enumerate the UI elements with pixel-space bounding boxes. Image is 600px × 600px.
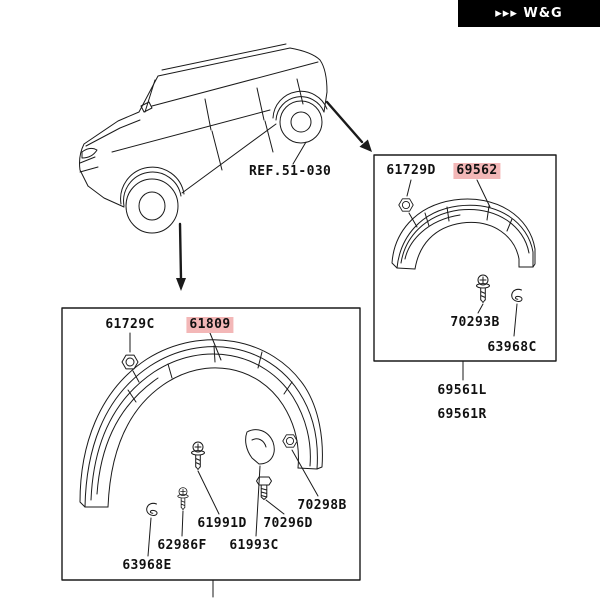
front-flare-on-vehicle bbox=[120, 166, 185, 205]
flare-end-extension bbox=[245, 429, 275, 465]
part-label-63968e: 63968E bbox=[122, 558, 172, 573]
brand-badge-text: ▸▸▸ W&G bbox=[495, 6, 563, 21]
part-label-61729c: 61729C bbox=[105, 317, 155, 332]
part-label-70293b: 70293B bbox=[450, 315, 500, 330]
roof-rail-detail bbox=[161, 43, 287, 71]
part-label-69561r: 69561R bbox=[437, 407, 487, 422]
part-label-61729d: 61729D bbox=[386, 163, 436, 178]
arrow-to-rear-detail bbox=[325, 100, 372, 152]
ref-label: REF.51-030 bbox=[249, 164, 332, 179]
clip-icon bbox=[511, 288, 523, 302]
part-label-61993c: 61993C bbox=[229, 538, 279, 553]
part-label-61809-highlighted: 61809 bbox=[186, 317, 234, 333]
screw-icon bbox=[476, 274, 490, 303]
ref-leader-line bbox=[292, 141, 307, 165]
clip-icon bbox=[146, 502, 158, 516]
detail-box-front-flare bbox=[61, 307, 361, 581]
mirror-detail bbox=[140, 101, 153, 113]
part-label-61991d: 61991D bbox=[197, 516, 247, 531]
brand-badge: ▸▸▸ W&G bbox=[458, 0, 600, 27]
arrow-to-front-detail bbox=[176, 222, 186, 291]
rear-flare-on-vehicle bbox=[272, 90, 328, 119]
nut-icon bbox=[282, 434, 298, 448]
part-label-62986f: 62986F bbox=[157, 538, 207, 553]
part-label-70298b: 70298B bbox=[297, 498, 347, 513]
screw-icon bbox=[177, 487, 189, 511]
headlight-detail bbox=[81, 147, 98, 159]
part-label-70296d: 70296D bbox=[263, 516, 313, 531]
leader-lines-front-box bbox=[129, 332, 319, 557]
nut-icon bbox=[121, 354, 139, 370]
leader-lines-rear-box bbox=[406, 179, 518, 337]
detail-box-rear-flare bbox=[373, 154, 557, 362]
rear-flare-drawing bbox=[391, 198, 536, 270]
nut-icon bbox=[398, 198, 414, 212]
screw-icon bbox=[191, 441, 205, 470]
part-label-69561l: 69561L bbox=[437, 383, 487, 398]
part-label-63968c: 63968C bbox=[487, 340, 537, 355]
part-label-69562-highlighted: 69562 bbox=[453, 163, 501, 179]
vehicle-illustration bbox=[79, 43, 328, 234]
front-flare-drawing bbox=[79, 339, 323, 508]
